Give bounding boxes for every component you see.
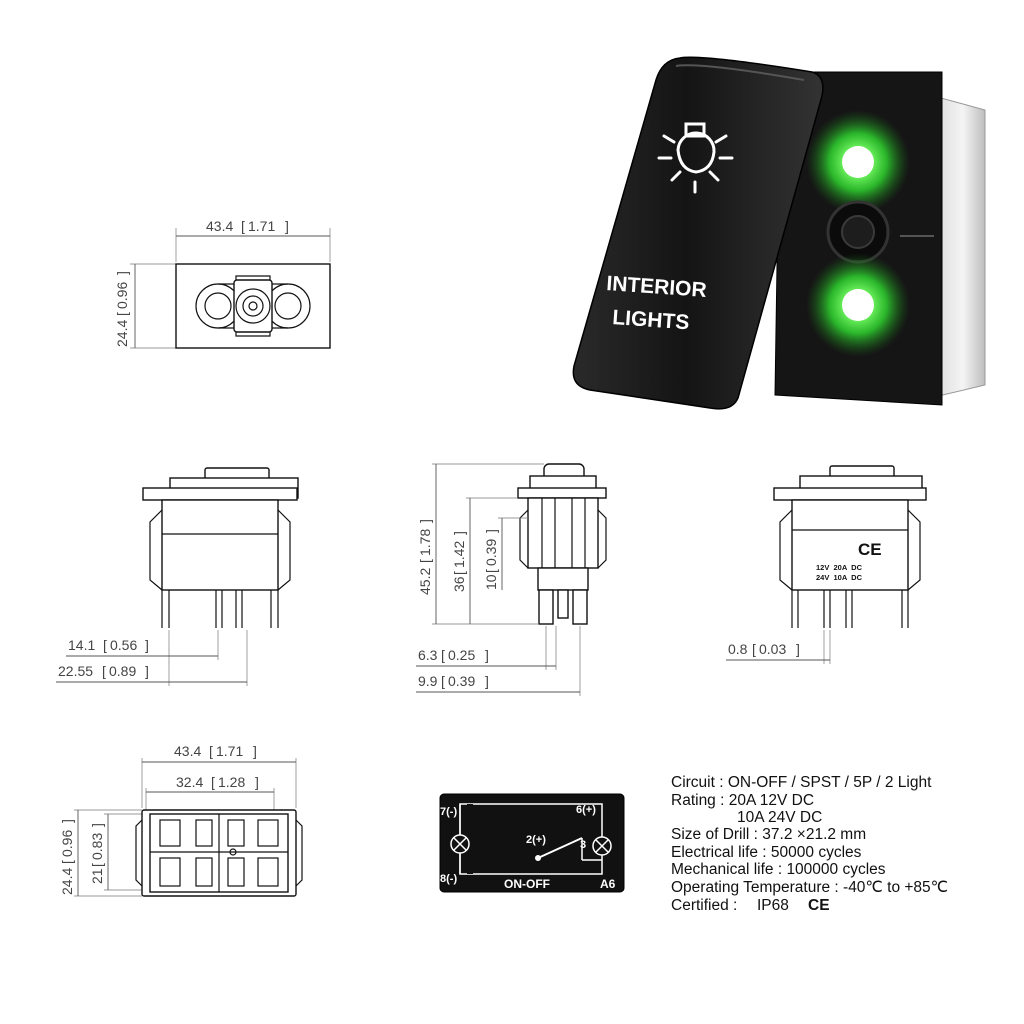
bottom-outer-width-inch: 1.71	[216, 743, 243, 759]
svg-text:]: ]	[253, 743, 257, 759]
side-view-drawing: 45.2 [ 1.78 ] 36 [ 1.42 ] 10 [ 0.39 ] 6.…	[416, 463, 607, 696]
svg-text:]: ]	[59, 819, 75, 823]
top-view-drawing: 43.4 [ 1.71 ] 24.4 [ 0.96 ]	[114, 218, 331, 349]
rear-rating-row2: 24V 10A DC	[816, 573, 863, 582]
side-terminal-width-inch: 0.25	[448, 647, 475, 663]
svg-text:]: ]	[145, 637, 149, 653]
svg-text:]: ]	[114, 271, 130, 275]
side-total-height-inch: 1.78	[417, 529, 433, 556]
bottom-inner-height-inch: 0.83	[89, 833, 105, 860]
svg-text:]: ]	[483, 529, 499, 533]
wiring-diagram: 7(-) 6(+) 2(+) 3 8(-) ON-OFF A6	[439, 793, 625, 893]
spec-rating-24v: 10A 24V DC	[737, 809, 822, 826]
bottom-outer-height: 24.4	[59, 868, 75, 895]
bottom-outer-width: 43.4	[174, 743, 201, 759]
side-terminal-pitch: 9.9	[418, 673, 438, 689]
svg-text:[: [	[441, 647, 445, 663]
spec-cert-ce: CE	[808, 897, 830, 914]
spec-drill: Size of Drill : 37.2 ×21.2 mm	[671, 826, 866, 843]
spec-list: Circuit : ON-OFF / SPST / 5P / 2 Light R…	[671, 774, 948, 914]
svg-text:[: [	[241, 218, 245, 234]
top-width-inch: 1.71	[248, 218, 275, 234]
front-pin-span: 22.55	[58, 663, 93, 679]
side-total-height: 45.2	[417, 568, 433, 595]
pin3-label: 3	[580, 839, 586, 851]
spec-mechanical-life: Mechanical life : 100000 cycles	[671, 861, 886, 878]
ce-mark: CE	[858, 540, 882, 559]
bottom-inner-width-inch: 1.28	[218, 774, 245, 790]
svg-text:[: [	[89, 863, 105, 867]
switch-product-image: INTERIOR LIGHTS	[572, 56, 986, 410]
svg-text:]: ]	[255, 774, 259, 790]
svg-text:]: ]	[89, 823, 105, 827]
bottom-inner-height: 21	[89, 868, 105, 884]
front-pin-offset: 14.1	[68, 637, 95, 653]
svg-text:[: [	[103, 637, 107, 653]
rear-view-drawing: CE 12V 20A DC 24V 10A DC 0.8 [ 0.03 ]	[726, 465, 927, 664]
svg-text:[: [	[59, 860, 75, 864]
rocker-cap[interactable]	[572, 56, 824, 410]
dome-light-icon	[657, 122, 734, 194]
bottom-view-drawing: 43.4 [ 1.71 ] 32.4 [ 1.28 ] 24.4 [ 0.96 …	[59, 743, 303, 897]
spec-cert-ip68: IP68	[757, 897, 789, 914]
svg-text:[: [	[102, 663, 106, 679]
svg-text:]: ]	[417, 519, 433, 523]
front-pin-offset-inch: 0.56	[110, 637, 137, 653]
top-height-inch: 0.96	[114, 282, 130, 309]
switch-label-line2: LIGHTS	[612, 306, 690, 334]
svg-text:[: [	[417, 559, 433, 563]
bottom-inner-width: 32.4	[176, 774, 203, 790]
side-body-height: 36	[451, 576, 467, 592]
pin8-label: 8(-)	[440, 873, 457, 885]
spec-electrical-life: Electrical life : 50000 cycles	[671, 844, 862, 861]
spec-rating: Rating : 20A 12V DC	[671, 792, 814, 809]
bottom-outer-height-inch: 0.96	[59, 830, 75, 857]
front-pin-span-inch: 0.89	[109, 663, 136, 679]
pin6-label: 6(+)	[576, 804, 596, 816]
side-terminal-width: 6.3	[418, 647, 438, 663]
svg-text:[: [	[114, 312, 130, 316]
svg-text:]: ]	[145, 663, 149, 679]
mode-label: ON-OFF	[504, 877, 550, 891]
side-body-height-inch: 1.42	[451, 541, 467, 568]
spec-temperature: Operating Temperature : -40℃ to +85℃	[671, 879, 948, 896]
side-terminal-pitch-inch: 0.39	[448, 673, 475, 689]
top-width-value: 43.4	[206, 218, 233, 234]
svg-text:]: ]	[485, 647, 489, 663]
top-height-value: 24.4	[114, 320, 130, 347]
svg-text:[: [	[483, 569, 499, 573]
svg-text:[: [	[211, 774, 215, 790]
code-label: A6	[600, 877, 616, 891]
rear-rating-row1: 12V 20A DC	[816, 563, 863, 572]
side-terminal-length-inch: 0.39	[483, 539, 499, 566]
svg-text:[: [	[752, 641, 756, 657]
svg-text:]: ]	[451, 531, 467, 535]
svg-text:]: ]	[285, 218, 289, 234]
svg-text:[: [	[209, 743, 213, 759]
rear-pin-thickness-inch: 0.03	[759, 641, 786, 657]
pin7-label: 7(-)	[440, 806, 457, 818]
pin2-label: 2(+)	[526, 834, 546, 846]
svg-text:[: [	[451, 571, 467, 575]
spec-certified-label: Certified :	[671, 897, 737, 914]
svg-text:]: ]	[796, 641, 800, 657]
svg-text:]: ]	[485, 673, 489, 689]
front-view-drawing: 14.1 [ 0.56 ] 22.55 [ 0.89 ]	[56, 467, 299, 686]
side-terminal-length: 10	[483, 574, 499, 590]
spec-circuit: Circuit : ON-OFF / SPST / 5P / 2 Light	[671, 774, 932, 791]
rear-pin-thickness: 0.8	[728, 641, 748, 657]
svg-text:[: [	[441, 673, 445, 689]
